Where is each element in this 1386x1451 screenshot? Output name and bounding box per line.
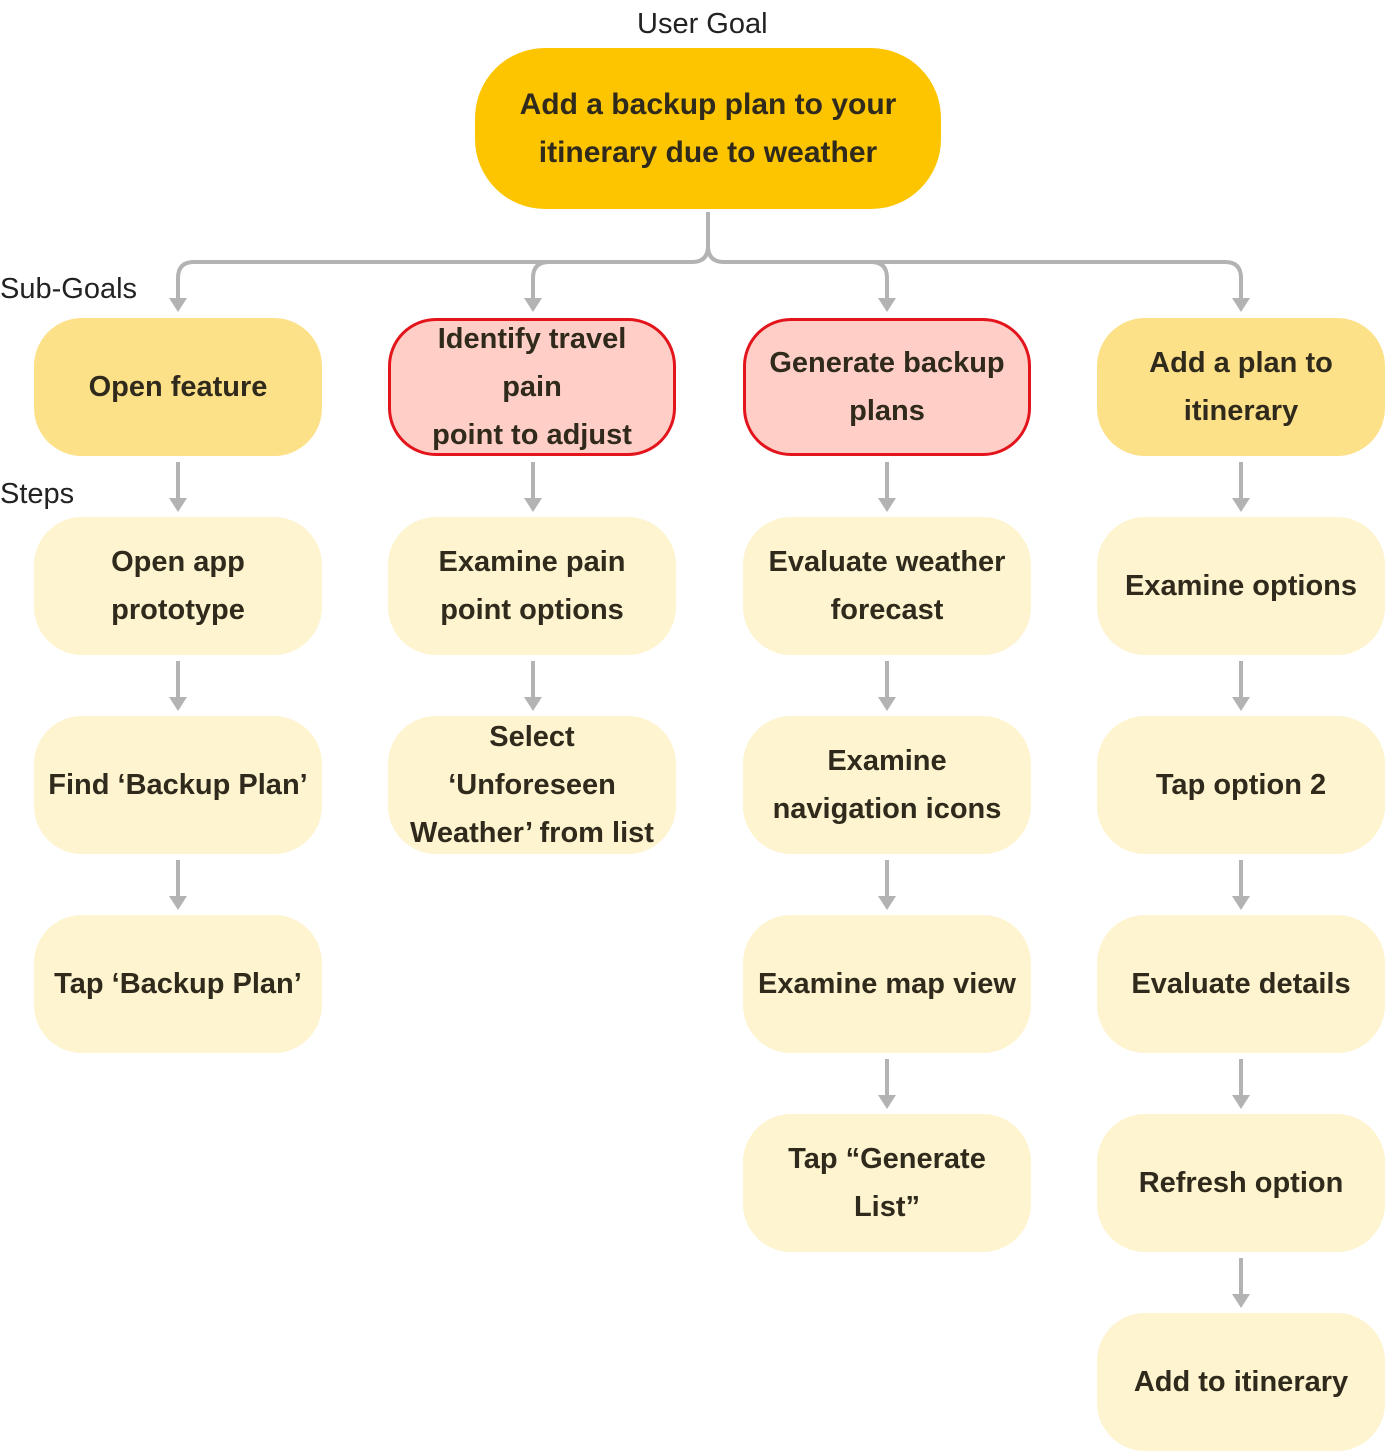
arrow-head	[878, 896, 896, 910]
arrow-head	[169, 896, 187, 910]
step-text: Examine pain point options	[438, 546, 626, 626]
arrow-head	[1232, 896, 1250, 910]
step-text: Add to itinerary	[1133, 1366, 1349, 1398]
user-goal-node: Add a backup plan to your itinerary due …	[475, 48, 941, 209]
step-text: Examine map view	[758, 968, 1016, 1000]
subgoal-add-plan-to-itinerary: Add a plan to itinerary	[1097, 318, 1385, 456]
step-text: Examine navigation icons	[772, 745, 1002, 825]
arrow-head	[1232, 298, 1250, 312]
subgoal-text: Identify travel pain point to adjust	[432, 323, 632, 451]
connector-line	[176, 212, 710, 298]
step-node: Find ‘Backup Plan’	[34, 716, 322, 854]
step-node: Select ‘Unforeseen Weather’ from list	[388, 716, 676, 854]
arrow-head	[524, 697, 542, 711]
connector-line	[531, 260, 550, 298]
step-node: Evaluate details	[1097, 915, 1385, 1053]
step-text: Tap option 2	[1155, 769, 1327, 801]
step-node: Open app prototype	[34, 517, 322, 655]
subgoal-text: Add a plan to itinerary	[1149, 347, 1333, 427]
step-text: Tap “Generate List”	[788, 1143, 986, 1223]
arrow-head	[524, 498, 542, 512]
step-node: Refresh option	[1097, 1114, 1385, 1252]
connector-line	[706, 245, 1243, 298]
user-goal-label: User Goal	[637, 8, 768, 40]
step-node: Tap ‘Backup Plan’	[34, 915, 322, 1053]
step-node: Add to itinerary	[1097, 1313, 1385, 1451]
arrow-head	[878, 697, 896, 711]
step-text: Tap ‘Backup Plan’	[54, 968, 302, 1000]
arrow-head	[1232, 498, 1250, 512]
step-text: Find ‘Backup Plan’	[48, 769, 308, 801]
step-node: Examine options	[1097, 517, 1385, 655]
arrow-head	[524, 298, 542, 312]
arrow-head	[169, 697, 187, 711]
step-text: Select ‘Unforeseen Weather’ from list	[410, 721, 654, 849]
step-node: Evaluate weather forecast	[743, 517, 1031, 655]
arrow-head	[1232, 1095, 1250, 1109]
arrow-head	[878, 1095, 896, 1109]
subgoal-text: Generate backup plans	[769, 347, 1005, 427]
step-node: Tap “Generate List”	[743, 1114, 1031, 1252]
connector-line	[870, 260, 889, 298]
arrow-head	[169, 498, 187, 512]
steps-label: Steps	[0, 478, 75, 510]
subgoal-text: Open feature	[88, 371, 268, 403]
step-text: Evaluate weather forecast	[768, 546, 1006, 626]
step-text: Evaluate details	[1131, 968, 1351, 1000]
step-text: Examine options	[1124, 570, 1358, 602]
step-node: Tap option 2	[1097, 716, 1385, 854]
step-text: Refresh option	[1138, 1167, 1344, 1199]
subgoal-open-feature: Open feature	[34, 318, 322, 456]
user-goal-text: Add a backup plan to your itinerary due …	[519, 87, 897, 169]
arrow-head	[1232, 697, 1250, 711]
subgoal-generate-backup-plans: Generate backup plans	[743, 318, 1031, 456]
arrow-head	[1232, 1294, 1250, 1308]
arrow-head	[878, 298, 896, 312]
arrow-head	[878, 498, 896, 512]
step-node: Examine map view	[743, 915, 1031, 1053]
sub-goals-label: Sub-Goals	[0, 273, 138, 305]
step-text: Open app prototype	[111, 546, 245, 626]
subgoal-identify-pain-point: Identify travel pain point to adjust	[388, 318, 676, 456]
step-node: Examine pain point options	[388, 517, 676, 655]
step-node: Examine navigation icons	[743, 716, 1031, 854]
arrow-head	[169, 298, 187, 312]
